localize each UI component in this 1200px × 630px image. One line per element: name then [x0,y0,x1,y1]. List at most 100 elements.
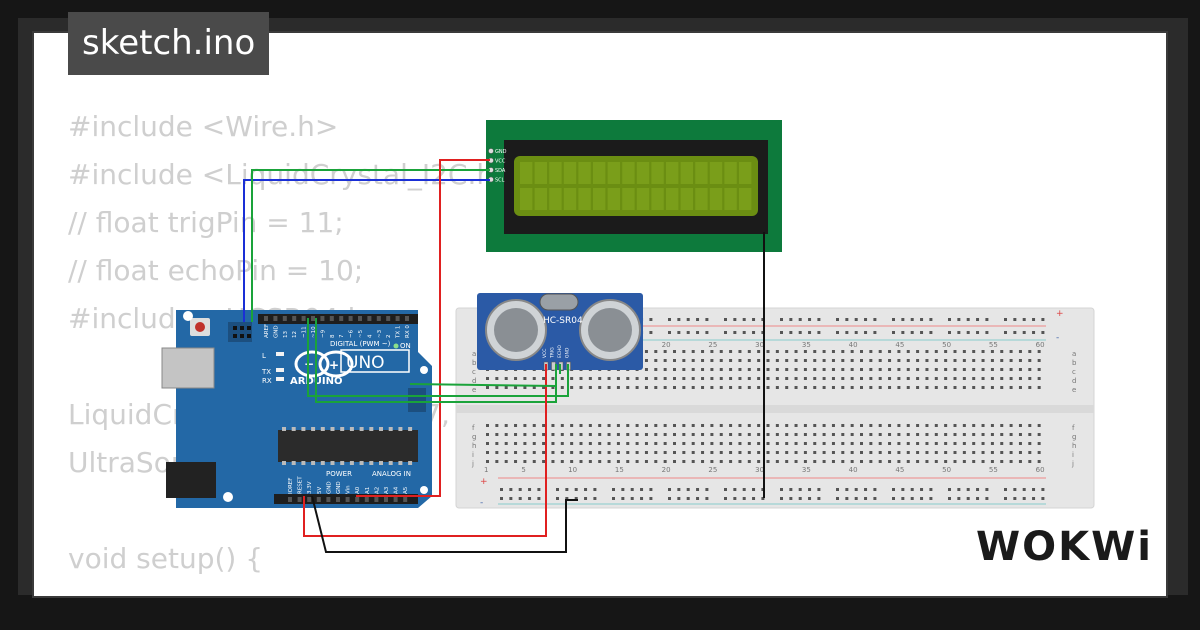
uno-pin-label: RX 0 [405,325,411,338]
column-number-top: 50 [942,341,951,349]
uno-pin-label: A3 [384,486,390,494]
uno-pin-label: TX 1 [396,326,402,339]
led-label-tx: TX [261,368,271,376]
sensor-gnd-wire[interactable] [311,495,578,553]
column-number-bottom: 50 [942,466,951,474]
column-number-bottom: 5 [521,466,525,474]
column-number-top: 60 [1036,341,1045,349]
row-letter: b [472,359,477,367]
led-label-l: L [262,352,266,360]
lcd-pin-label: VCC [495,159,506,165]
uno-pin-label: 5V [317,487,323,494]
code-line: // float trigPin = 11; [68,206,344,239]
analog-label: ANALOG IN [372,470,411,478]
row-letter: g [472,433,476,441]
rail-minus-label: - [1056,333,1059,343]
row-letter: d [1072,377,1076,385]
echo-wire[interactable] [315,318,557,403]
row-letter: b [1072,359,1077,367]
uno-pin-label: A4 [394,486,400,494]
uno-pin-label: IOREF [288,478,294,494]
sensor-pin-label: ECHO [557,345,563,358]
svg-text:+: + [329,358,339,372]
uno-pin-label: ~3 [377,329,383,338]
column-number-bottom: 35 [802,466,811,474]
lcd-pin-label: GND [495,149,507,155]
uno-pin-label: 8 [330,334,336,338]
trig-wire[interactable] [307,318,569,397]
row-letter: h [472,442,476,450]
row-letter: j [471,460,474,468]
rail-plus-label: + [1056,309,1064,319]
uno-pin-label: 2 [386,335,392,339]
row-letter: e [1072,386,1076,394]
row-letter: a [1072,350,1076,358]
digital-label: DIGITAL (PWM ~) [330,340,391,348]
uno-pin-label: ~11 [302,326,308,338]
uno-pin-label: ~6 [349,329,355,338]
column-number-bottom: 15 [615,466,624,474]
row-letter: i [472,451,474,459]
column-number-bottom: 1 [484,466,488,474]
sda-wire[interactable] [251,169,490,322]
column-number-bottom: 25 [708,466,717,474]
column-number-bottom: 45 [895,466,904,474]
column-number-bottom: 60 [1036,466,1045,474]
uno-pin-label: A2 [374,487,380,494]
column-number-bottom: 40 [849,466,858,474]
svg-text:−: − [304,357,314,371]
row-letter: h [1072,442,1076,450]
scl-wire[interactable] [243,179,490,322]
sensor-vcc-wire[interactable] [303,364,547,537]
column-number-bottom: 55 [989,466,998,474]
code-line: #include <Wire.h> [68,110,339,143]
uno-pin-label: RESET [298,476,304,494]
row-letter: f [1072,424,1075,432]
sensor-label: HC-SR04 [543,316,583,326]
row-letter: e [472,386,476,394]
uno-pin-label: Vin [346,485,352,494]
uno-pin-label: GND [336,481,342,494]
column-number-top: 45 [895,341,904,349]
sketch-title: sketch.ino [68,12,270,75]
column-number-top: 55 [989,341,998,349]
column-number-top: 30 [755,341,764,349]
row-letter: g [1072,433,1076,441]
uno-pin-label: GND [273,325,279,338]
arduino-logo-icon [294,350,330,378]
lcd-vcc-wire[interactable] [356,159,490,497]
column-number-top: 25 [708,341,717,349]
lcd-pin-label: SDA [495,168,506,174]
row-letter: f [472,424,475,432]
on-label: ON [400,342,411,350]
row-letter: c [1072,368,1076,376]
row-letter: a [472,350,476,358]
sensor-pin-label: TRIG [550,347,556,359]
code-line: #include <LiquidCrystal_I2C.h> [68,158,518,191]
column-number-bottom: 20 [662,466,671,474]
row-letter: c [472,368,476,376]
column-number-top: 35 [802,341,811,349]
uno-pin-label: A5 [403,486,409,494]
uno-pin-label: 13 [283,331,289,338]
uno-pin-label: A1 [365,487,371,494]
row-letter: i [1072,451,1074,459]
led-label-rx: RX [262,377,272,385]
uno-pin-label: ~5 [358,329,364,338]
rail-plus-label-bottom: + [480,477,488,487]
sensor-pin-label: GND [565,347,571,358]
power-label: POWER [326,470,352,478]
uno-model-label: UNO [346,353,385,373]
column-number-top: 40 [849,341,858,349]
row-letter: d [472,377,476,385]
uno-pin-label: ~10 [311,326,317,338]
rail-minus-label-bottom: - [480,498,483,508]
uno-pin-label: 3.3V [307,481,313,494]
uno-pin-label: 4 [367,334,373,338]
uno-pin-label: A0 [355,486,361,494]
code-line: // float echoPin = 10; [68,254,364,287]
